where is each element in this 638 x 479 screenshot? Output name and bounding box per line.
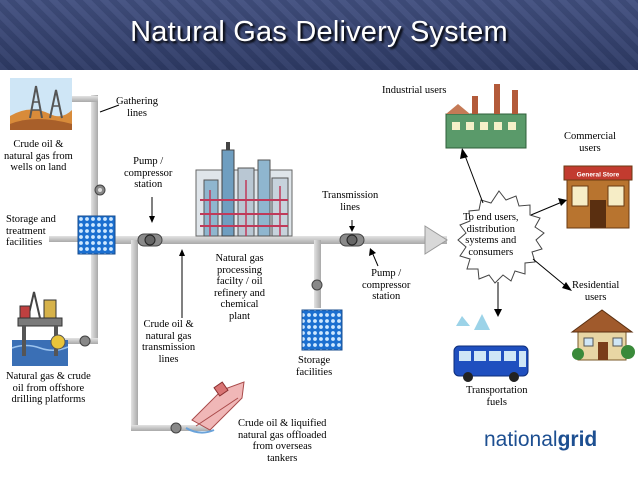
- label-pump-station-2: Pump / compressor station: [362, 268, 411, 302]
- house-icon: [570, 309, 635, 361]
- label-transportation-fuels: Transportation fuels: [466, 385, 528, 408]
- label-end-users: To end users, distribution systems and c…: [463, 212, 519, 258]
- tanker-ship-icon: [185, 381, 245, 434]
- label-storage-treatment: Storage and treatment facilities: [6, 214, 56, 248]
- arrowheads: [460, 148, 572, 317]
- label-storage-facilities: Storage facilities: [296, 355, 333, 378]
- valve-icon: [79, 335, 91, 347]
- storage-treatment-icon: [77, 215, 116, 255]
- label-crude-wells: Crude oil & natural gas from wells on la…: [4, 139, 73, 173]
- valve-icon: [311, 279, 323, 291]
- valve-icon: [339, 233, 365, 247]
- slide-title: Natural Gas Delivery System: [130, 16, 508, 48]
- end-user-arrows: [463, 152, 569, 312]
- label-tankers: Crude oil & liquified natural gas offloa…: [238, 418, 327, 464]
- label-pump-station-1: Pump / compressor station: [124, 156, 173, 190]
- factory-icon: [445, 84, 527, 149]
- brand-light: national: [484, 428, 558, 451]
- label-transmission-lines: Transmission lines: [322, 190, 379, 213]
- label-residential-users: Residential users: [572, 280, 620, 303]
- refinery-icon: [195, 142, 293, 237]
- store-sign: General Store: [577, 172, 620, 179]
- label-processing-plant: Natural gas processing facilty / oil ref…: [214, 253, 266, 322]
- oil-well-icon: [10, 78, 72, 130]
- label-gathering-lines: Gathering lines: [116, 96, 158, 119]
- label-crude-transmission: Crude oil & natural gas transmission lin…: [142, 319, 196, 365]
- flow-arrow-head: [424, 225, 448, 255]
- brand-bold: grid: [557, 428, 598, 451]
- label-industrial-users: Industrial users: [382, 85, 447, 96]
- offshore-platform-icon: [11, 291, 69, 366]
- label-commercial-users: Commercial users: [564, 131, 616, 154]
- end-users-starburst: [457, 190, 545, 284]
- store-icon: [563, 165, 633, 229]
- nationalgrid-logo: nationalgrid: [484, 428, 597, 452]
- bus-icon: [453, 314, 529, 382]
- valve-icon: [137, 233, 163, 247]
- storage-facility-icon: [301, 309, 343, 351]
- label-offshore: Natural gas & crude oil from offshore dr…: [6, 371, 91, 405]
- valve-icon: [170, 422, 182, 434]
- title-bar: [0, 0, 638, 70]
- valve-icon: [94, 184, 106, 196]
